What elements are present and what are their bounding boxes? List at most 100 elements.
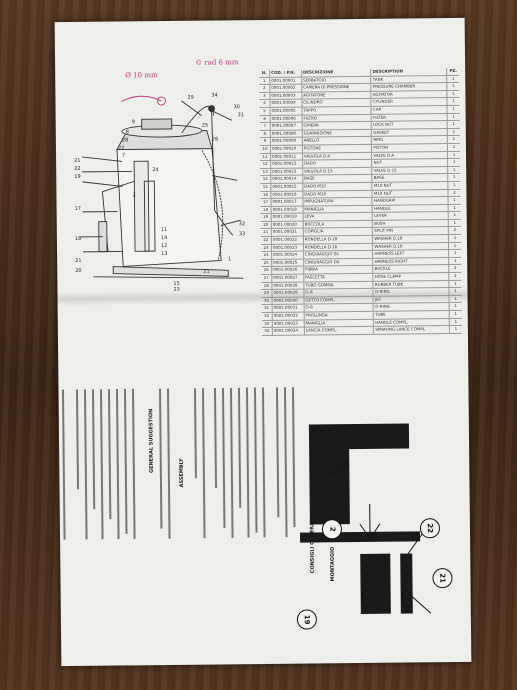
table-cell: 31 xyxy=(261,305,273,313)
table-cell: 1 xyxy=(452,83,455,89)
table-cell: PISTONE xyxy=(302,144,373,153)
table-cell: ANELLO xyxy=(302,137,373,145)
table-cell: 14 xyxy=(260,176,272,183)
table-cell: 7 xyxy=(259,123,271,130)
table-cell: 22 xyxy=(260,236,272,244)
table-cell: SPRAYING LANCE COMPL. xyxy=(374,326,450,334)
diagram-label: 26 xyxy=(212,136,218,142)
table-cell: 27 xyxy=(261,274,273,282)
text-line xyxy=(91,389,96,510)
table-cell: 5 xyxy=(259,107,271,115)
table-cell: 1 xyxy=(452,166,456,172)
table-cell: CAP xyxy=(371,106,448,114)
text-line xyxy=(221,387,226,528)
diagram-label: 28 xyxy=(122,137,128,143)
section-title-general-suggestion: GENERAL SUGGESTION xyxy=(148,408,155,474)
diagram-label: 21 xyxy=(75,258,81,264)
table-cell: LEVA xyxy=(303,213,374,221)
callout-21: 21 xyxy=(432,568,453,589)
table-cell: BUCKLE xyxy=(373,265,450,273)
table-cell: HARNESS LEFT xyxy=(373,250,450,258)
table-cell: 0001.00026 xyxy=(272,267,305,274)
text-line xyxy=(201,388,206,539)
table-cell: PROLUNGA xyxy=(304,311,375,320)
table-cell: HANDGRIP xyxy=(372,197,449,205)
exploded-parts-diagram: 34 29 30 31 28 27 25 26 8 9 7 21 22 19 2… xyxy=(74,92,245,292)
table-cell: 0001.00007 xyxy=(270,122,303,130)
table-cell: 0001.00015 xyxy=(271,183,304,191)
table-cell: 11 xyxy=(260,153,272,161)
table-cell: 1 xyxy=(453,212,457,218)
text-line xyxy=(107,389,112,520)
table-cell: 0001.00005 xyxy=(270,107,303,115)
table-cell: 0001.00009 xyxy=(270,137,303,145)
table-cell: CINGHIAGGIO DX xyxy=(303,258,374,267)
table-cell: VALVE D.15 xyxy=(372,166,449,175)
table-cell: DADO M10 xyxy=(303,182,373,191)
table-cell: 0001.00025 xyxy=(272,259,305,267)
diagram-label: 19 xyxy=(74,174,80,180)
table-cell: 1 xyxy=(453,235,457,241)
table-cell: 33 xyxy=(261,320,273,328)
table-cell: 2 xyxy=(453,265,457,271)
table-cell: VALVOLA D.15 xyxy=(302,167,373,175)
table-cell: 19 xyxy=(260,214,272,221)
diagram-label: 24 xyxy=(152,167,158,173)
table-cell: TUBO GOMMA xyxy=(304,281,374,289)
table-cell: 29 xyxy=(261,290,273,297)
parts-list-table: N. COD. / P.N. DESCRIZIONE DESCRIPTION P… xyxy=(259,67,462,336)
table-cell: 1 xyxy=(454,288,457,294)
table-cell: 16 xyxy=(260,191,272,199)
table-cell: 24 xyxy=(261,252,273,259)
header-number: N. xyxy=(259,69,271,77)
table-cell: 1 xyxy=(454,310,458,316)
table-cell: HANDLE COMPL. xyxy=(374,318,450,327)
table-cell: CYLINDER xyxy=(371,98,448,106)
table-cell: 0001.00033 xyxy=(272,320,305,328)
table-cell: 0001.00004 xyxy=(270,99,303,107)
table-cell: 1 xyxy=(452,136,456,142)
diagram-label: 2 xyxy=(132,192,135,198)
table-cell: VALVOLA D.A xyxy=(302,152,373,160)
diagram-label: 25 xyxy=(202,123,208,129)
table-cell: 2 xyxy=(453,227,457,233)
table-cell: 2 xyxy=(259,85,271,92)
table-cell: FILTRO xyxy=(302,114,373,122)
table-cell: M10 NUT xyxy=(372,181,449,190)
table-cell: FIBBIA xyxy=(304,266,374,274)
table-cell: 1 xyxy=(453,257,457,263)
table-cell: BASE xyxy=(303,175,373,183)
table-cell: 32 xyxy=(261,312,273,320)
table-cell: 9 xyxy=(259,138,271,145)
text-line xyxy=(123,388,128,534)
table-cell: LANCIA COMPL. xyxy=(304,327,375,335)
table-cell: SPLIT PIN xyxy=(373,227,449,235)
table-cell: RUBBER TUBE xyxy=(373,280,450,289)
table-cell: PISTON xyxy=(372,143,449,152)
table-cell: 0001.00018 xyxy=(271,206,304,214)
text-line xyxy=(61,389,66,540)
diagram-label: 23 xyxy=(173,287,179,292)
text-line xyxy=(229,387,234,538)
diagram-label: 20 xyxy=(75,268,81,274)
assembly-illustration xyxy=(299,423,432,614)
table-cell: SERBATOIO xyxy=(302,76,372,84)
table-cell: MANIGLIA xyxy=(304,319,375,327)
text-line xyxy=(193,388,197,479)
table-cell: 1 xyxy=(452,128,456,134)
text-line xyxy=(245,387,250,538)
table-cell: CILINDRO xyxy=(302,99,372,107)
callout-22: 22 xyxy=(419,518,441,539)
table-cell: 0001.00002 xyxy=(270,84,303,92)
table-cell: 18 xyxy=(260,206,272,214)
table-cell: 25 xyxy=(261,259,273,267)
text-line xyxy=(283,387,288,538)
table-cell: 1 xyxy=(452,113,455,119)
text-line xyxy=(275,387,280,518)
text-line xyxy=(75,389,80,490)
table-cell: 0001.00016 xyxy=(271,191,304,198)
table-cell: 1 xyxy=(454,280,457,286)
table-cell: 30 xyxy=(261,297,273,305)
table-cell: 20 xyxy=(260,221,272,229)
